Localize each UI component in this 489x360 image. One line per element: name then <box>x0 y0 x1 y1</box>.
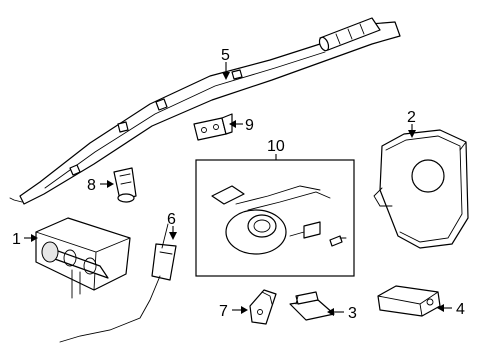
bracket-part-4 <box>377 285 441 317</box>
driver-airbag-part-2 <box>373 129 469 249</box>
callout-leaders <box>24 62 452 316</box>
callout-7: 7 <box>219 303 228 320</box>
callout-1: 1 <box>12 231 21 248</box>
callout-9: 9 <box>245 117 254 134</box>
curtain-airbag-part-5 <box>9 17 401 205</box>
sensor-part-8 <box>113 167 137 203</box>
callout-5: 5 <box>221 47 230 64</box>
callout-8: 8 <box>87 177 96 194</box>
part-10-frame <box>195 159 355 277</box>
callout-3: 3 <box>348 305 357 322</box>
callout-6: 6 <box>167 211 176 228</box>
clockspring-part-10 <box>211 185 347 255</box>
callout-4: 4 <box>456 301 465 318</box>
callout-2: 2 <box>407 109 416 126</box>
bracket-part-9 <box>193 113 233 141</box>
clip-part-3 <box>289 291 335 321</box>
callout-10: 10 <box>267 138 285 155</box>
callout-numbers: 5 2 9 8 10 1 6 7 3 4 <box>12 47 465 322</box>
side-sensor-part-6 <box>59 223 177 343</box>
knee-airbag-part-1 <box>35 217 131 299</box>
bracket-part-7 <box>249 289 277 325</box>
